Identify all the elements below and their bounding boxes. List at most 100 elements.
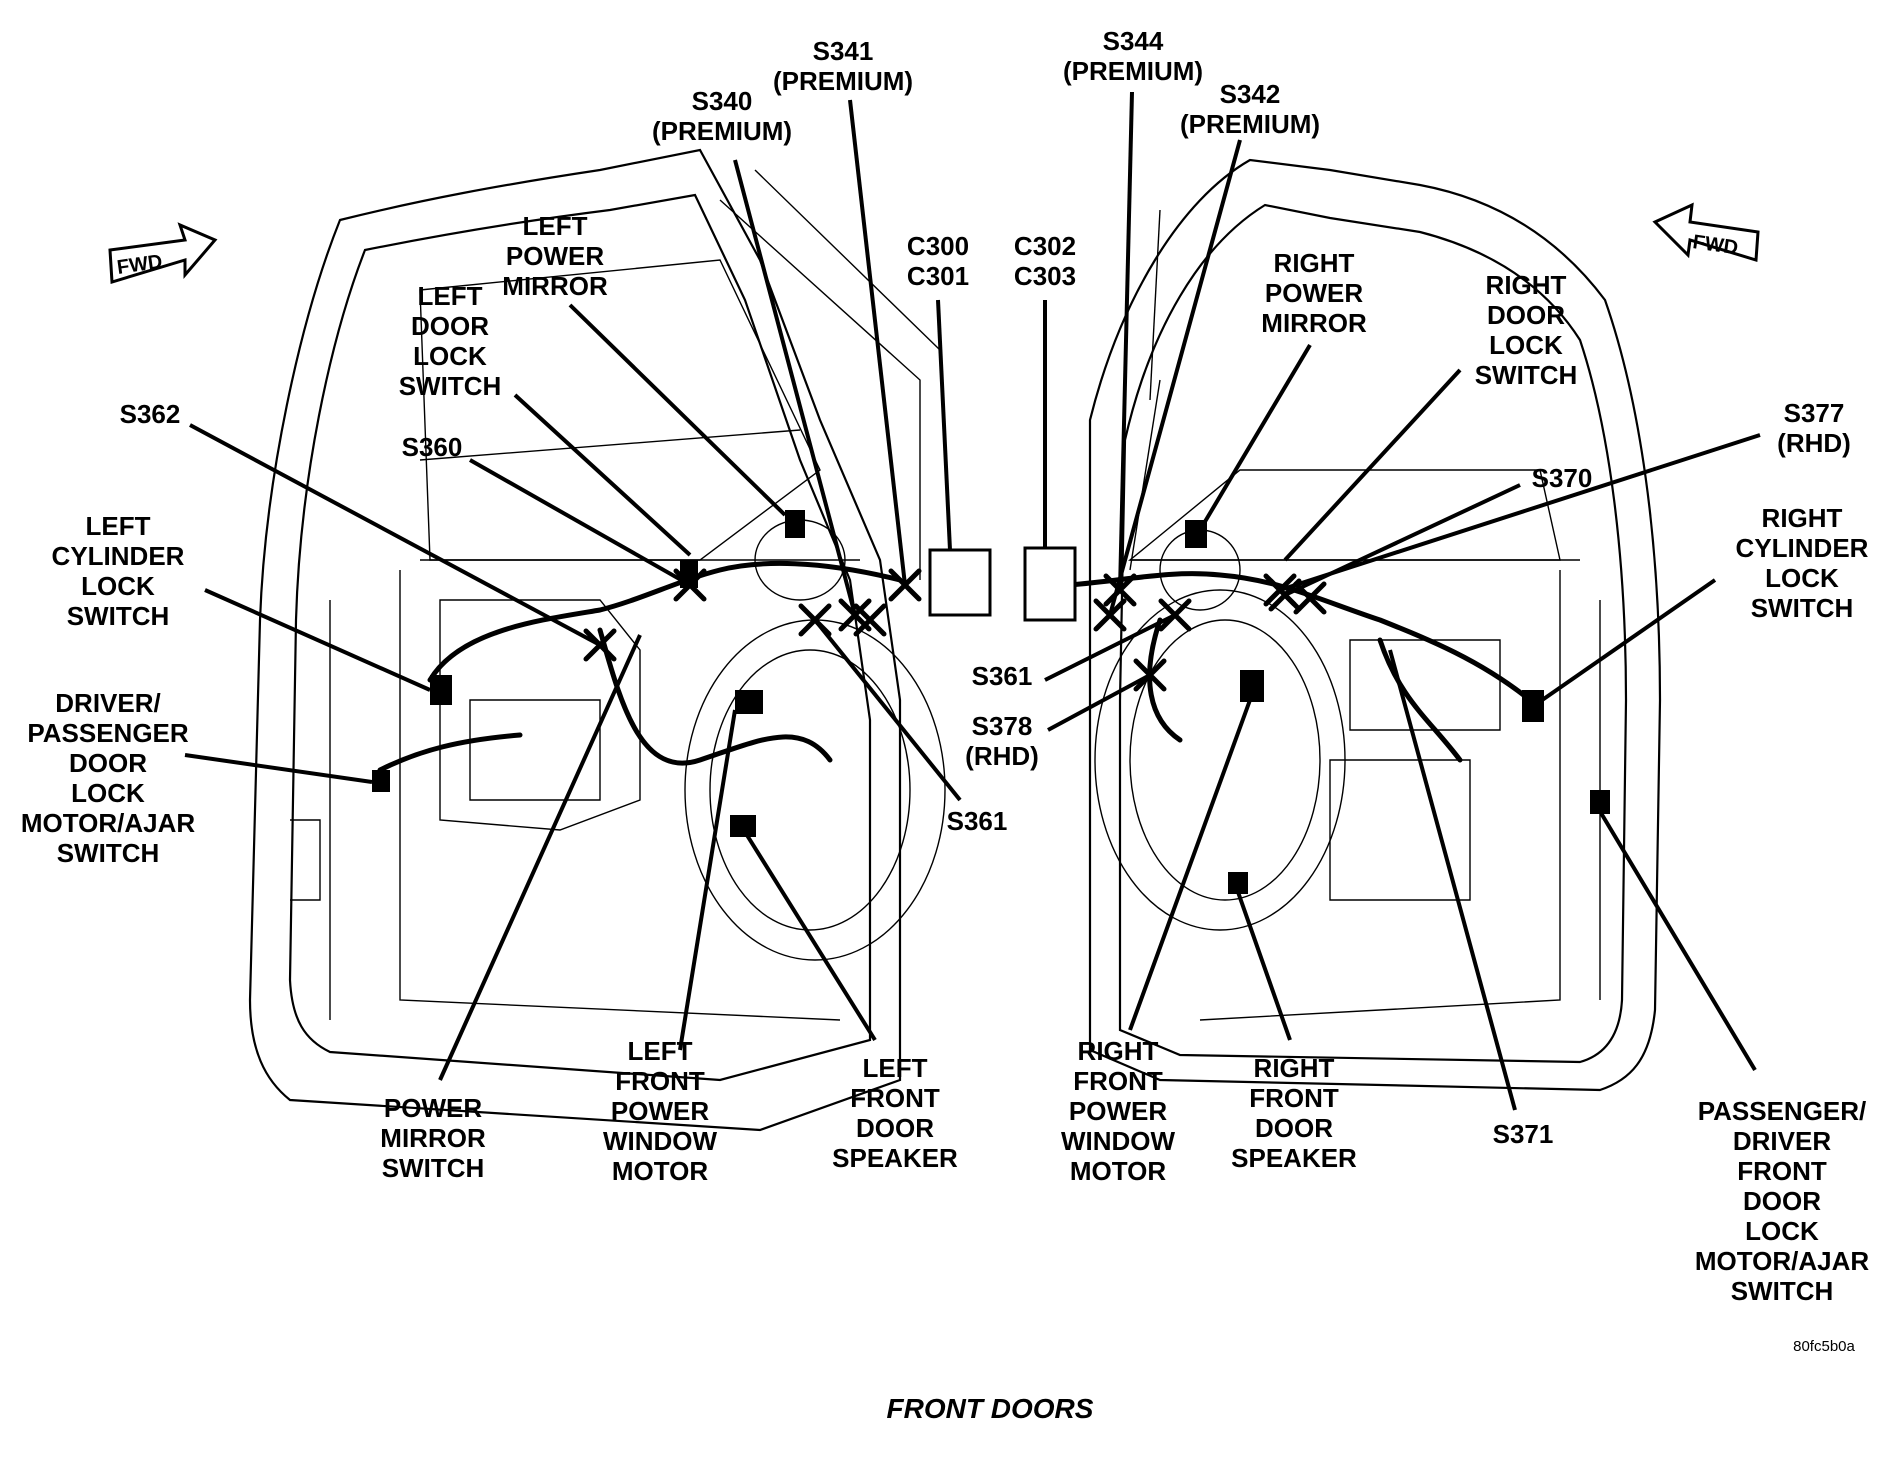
splice-x-mark bbox=[1133, 658, 1167, 692]
label-line: (PREMIUM) bbox=[1063, 56, 1203, 86]
leader-c300 bbox=[936, 299, 952, 551]
label-s360: S360 bbox=[402, 432, 463, 462]
label-line: LOCK bbox=[1745, 1216, 1819, 1246]
leader-s360 bbox=[469, 458, 691, 587]
fwd-arrow-right: FWD bbox=[1652, 202, 1760, 262]
leader-left-front-door-speaker bbox=[743, 830, 877, 1042]
label-s361-right: S361 bbox=[972, 661, 1033, 691]
label-line: (RHD) bbox=[1777, 428, 1851, 458]
label-line: POWER bbox=[506, 241, 604, 271]
label-line: LEFT bbox=[86, 511, 151, 541]
label-s361-left: S361 bbox=[947, 806, 1008, 836]
label-line: S370 bbox=[1532, 463, 1593, 493]
label-s371: S371 bbox=[1493, 1119, 1554, 1149]
splice-x-mark bbox=[673, 568, 707, 602]
label-line: PASSENGER bbox=[27, 718, 189, 748]
label-line: C303 bbox=[1014, 261, 1076, 291]
label-s370: S370 bbox=[1532, 463, 1593, 493]
label-line: RIGHT bbox=[1762, 503, 1843, 533]
label-s340: S340(PREMIUM) bbox=[652, 86, 792, 146]
label-line: DRIVER bbox=[1733, 1126, 1831, 1156]
leader-s378 bbox=[1047, 673, 1151, 732]
label-line: SWITCH bbox=[67, 601, 170, 631]
label-line: LEFT bbox=[523, 211, 588, 241]
splice-x-mark bbox=[838, 598, 872, 632]
leader-right-power-mirror bbox=[1198, 343, 1312, 532]
label-line: S378 bbox=[972, 711, 1033, 741]
label-line: MOTOR/AJAR bbox=[1695, 1246, 1870, 1276]
label-line: POWER bbox=[384, 1093, 482, 1123]
label-line: RIGHT bbox=[1486, 270, 1567, 300]
label-line: LOCK bbox=[1765, 563, 1839, 593]
label-line: MOTOR bbox=[1070, 1156, 1167, 1186]
label-line: FRONT bbox=[1737, 1156, 1827, 1186]
label-line: DRIVER/ bbox=[55, 688, 160, 718]
leader-s342 bbox=[1108, 139, 1242, 616]
label-line: LOCK bbox=[81, 571, 155, 601]
label-line: (PREMIUM) bbox=[1180, 109, 1320, 139]
leader-driver-passenger-door-lock bbox=[184, 753, 373, 784]
label-line: SWITCH bbox=[399, 371, 502, 401]
leader-right-door-lock-switch bbox=[1283, 368, 1462, 562]
splice-markers bbox=[583, 568, 1327, 692]
label-line: FRONT bbox=[1249, 1083, 1339, 1113]
left-door-drawing bbox=[248, 148, 992, 1132]
label-line: LEFT bbox=[863, 1053, 928, 1083]
leader-left-door-lock-switch bbox=[513, 393, 692, 557]
label-line: S361 bbox=[972, 661, 1033, 691]
leader-left-cylinder-lock-switch bbox=[204, 588, 431, 692]
label-s378: S378(RHD) bbox=[965, 711, 1039, 771]
label-line: LOCK bbox=[1489, 330, 1563, 360]
splice-x-mark bbox=[853, 603, 887, 637]
leader-left-front-power-window-motor bbox=[678, 709, 737, 1051]
label-line: CYLINDER bbox=[52, 541, 185, 571]
label-line: DOOR bbox=[69, 748, 147, 778]
label-line: S371 bbox=[1493, 1119, 1554, 1149]
splice-x-mark bbox=[1103, 573, 1137, 607]
label-s341: S341(PREMIUM) bbox=[773, 36, 913, 96]
label-line: C300 bbox=[907, 231, 969, 261]
label-line: SWITCH bbox=[57, 838, 160, 868]
label-line: S360 bbox=[402, 432, 463, 462]
label-line: LOCK bbox=[71, 778, 145, 808]
label-line: PASSENGER/ bbox=[1698, 1096, 1867, 1126]
label-line: SPEAKER bbox=[832, 1143, 958, 1173]
label-line: MIRROR bbox=[1261, 308, 1367, 338]
label-line: DOOR bbox=[411, 311, 489, 341]
label-s344: S344(PREMIUM) bbox=[1063, 26, 1203, 86]
label-line: SWITCH bbox=[1475, 360, 1578, 390]
label-line: S361 bbox=[947, 806, 1008, 836]
callout-labels: S341(PREMIUM)S340(PREMIUM)S344(PREMIUM)S… bbox=[21, 26, 1870, 1306]
label-line: S342 bbox=[1220, 79, 1281, 109]
splice-x-mark bbox=[798, 603, 832, 637]
leader-s344 bbox=[1118, 91, 1134, 591]
leader-s361-right bbox=[1044, 613, 1176, 682]
leader-s361-left bbox=[813, 618, 962, 802]
label-line: S344 bbox=[1103, 26, 1164, 56]
label-line: SPEAKER bbox=[1231, 1143, 1357, 1173]
leader-s341 bbox=[848, 99, 907, 586]
label-line: RIGHT bbox=[1274, 248, 1355, 278]
figure-code: 80fc5b0a bbox=[1793, 1338, 1855, 1355]
label-line: MIRROR bbox=[380, 1123, 486, 1153]
label-line: SWITCH bbox=[382, 1153, 485, 1183]
leader-s371 bbox=[1388, 649, 1517, 1111]
label-line: SWITCH bbox=[1731, 1276, 1834, 1306]
label-line: FRONT bbox=[615, 1066, 705, 1096]
label-line: POWER bbox=[1265, 278, 1363, 308]
splice-x-mark bbox=[1158, 598, 1192, 632]
label-line: DOOR bbox=[1255, 1113, 1333, 1143]
label-line: RIGHT bbox=[1254, 1053, 1335, 1083]
label-line: MOTOR bbox=[612, 1156, 709, 1186]
label-line: S377 bbox=[1784, 398, 1845, 428]
